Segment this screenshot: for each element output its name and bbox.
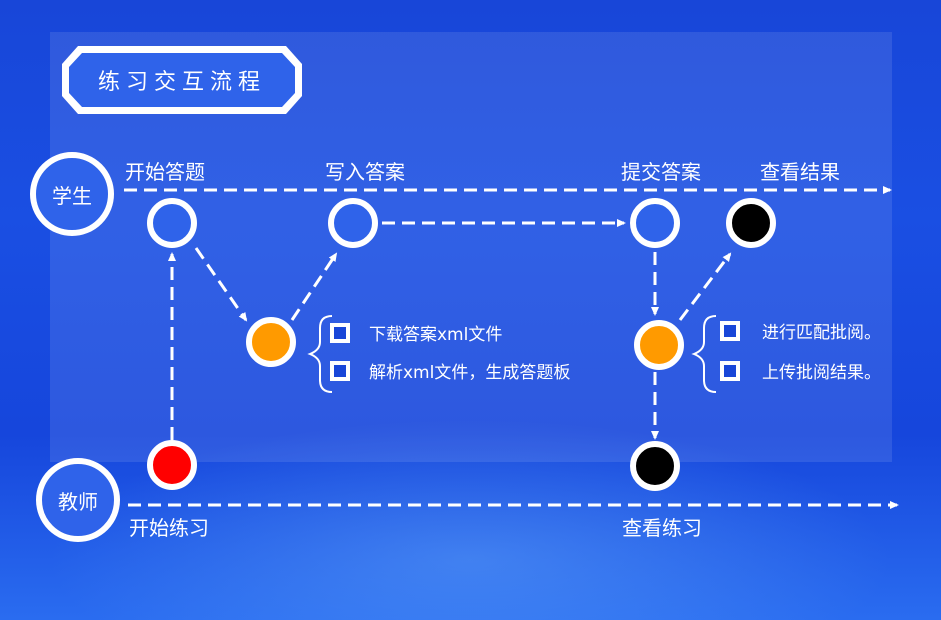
title-badge-shape: [62, 46, 302, 114]
node-view-result: [726, 198, 776, 248]
label-write-answer: 写入答案: [325, 160, 405, 184]
label-submit-answer: 提交答案: [621, 160, 701, 184]
note-download: 下载答案xml文件: [369, 325, 503, 345]
node-grading: [634, 320, 684, 370]
node-submit-answer: [630, 198, 680, 248]
node-download-parse: [246, 317, 296, 367]
note-upload-result: 上传批阅结果。: [762, 363, 881, 383]
title-badge: 练习交互流程: [60, 44, 304, 116]
page-title: 练习交互流程: [97, 70, 266, 95]
node-start-answer: [147, 198, 197, 248]
node-view-practice: [630, 441, 680, 491]
connector-grading-to-result: [678, 252, 732, 321]
lane-teacher: 教师: [36, 458, 120, 542]
bullet-square-icon: [330, 361, 350, 381]
connector-download-to-write: [290, 252, 338, 321]
lane-student: 学生: [30, 152, 114, 236]
node-write-answer: [328, 198, 378, 248]
note-match-grading: 进行匹配批阅。: [762, 323, 881, 343]
label-view-result: 查看结果: [760, 160, 840, 184]
note-parse: 解析xml文件，生成答题板: [369, 363, 571, 383]
connector-answer-to-download: [194, 247, 248, 322]
bullet-square-icon: [330, 323, 350, 343]
brace-left: [307, 315, 333, 393]
bullet-square-icon: [720, 361, 740, 381]
node-start-practice: [147, 440, 197, 490]
bullet-square-icon: [720, 321, 740, 341]
label-start-practice: 开始练习: [129, 516, 209, 540]
label-view-practice: 查看练习: [622, 516, 702, 540]
label-start-answer: 开始答题: [125, 160, 205, 184]
brace-right: [691, 315, 717, 393]
